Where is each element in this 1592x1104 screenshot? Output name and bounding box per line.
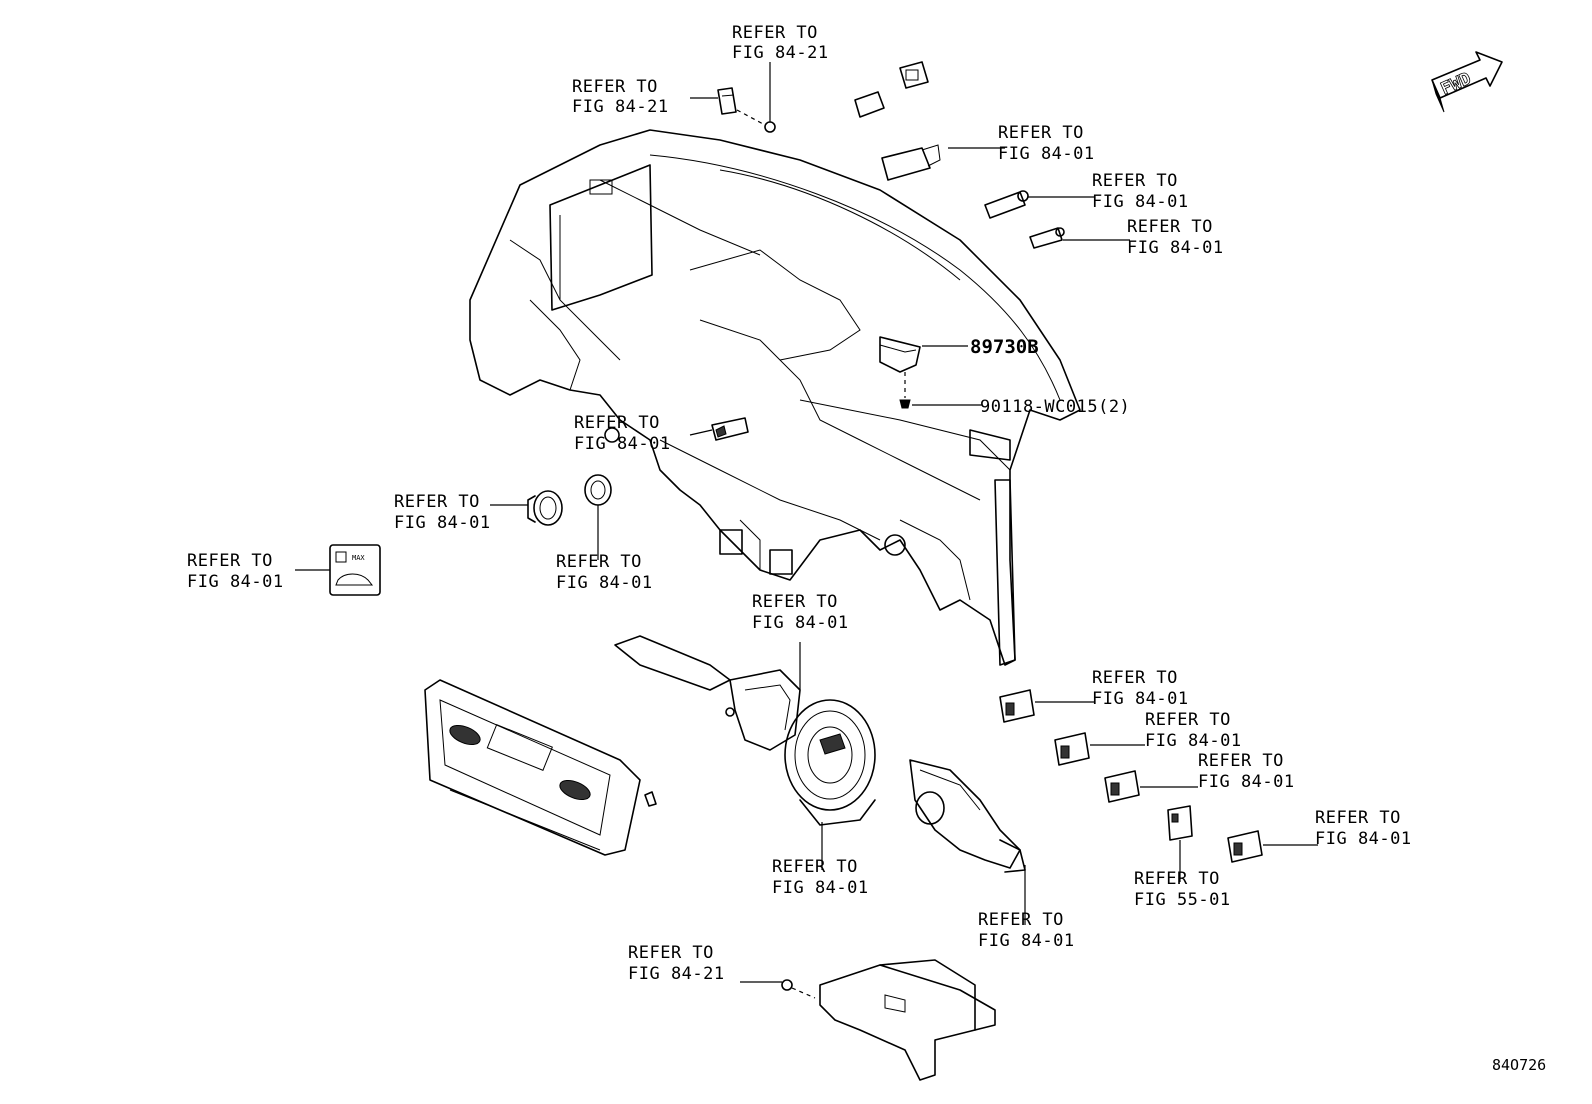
fwd-arrow-icon: FWD: [1431, 51, 1503, 113]
ref-label-13a: REFER TO: [1198, 751, 1284, 771]
info-display-panel: MAX: [329, 544, 381, 596]
ref-label-1b: FIG 84-21: [732, 43, 829, 63]
switch-r3: [1104, 770, 1140, 803]
ref-label-12b: FIG 84-01: [1145, 731, 1242, 751]
ref-label-1a: REFER TO: [732, 23, 818, 43]
ref-label-7a: REFER TO: [394, 492, 480, 512]
switch-r5: [1227, 830, 1263, 863]
ref-label-5b: FIG 84-01: [1127, 238, 1224, 258]
figure-code: 84O726: [1492, 1056, 1546, 1074]
fwd-label: FWD: [1438, 69, 1474, 100]
ref-label-11b: FIG 84-01: [1092, 689, 1189, 709]
clip-top-left: [717, 87, 737, 115]
ref-label-16a: REFER TO: [978, 910, 1064, 930]
power-outlet-1: [527, 490, 563, 526]
power-outlet-2: [584, 474, 612, 506]
sensor-2: [1029, 227, 1065, 249]
bolt-top: [736, 62, 776, 133]
ref-label-10b: FIG 84-01: [752, 613, 849, 633]
leader-lines: [295, 97, 1318, 983]
svg-text:MAX: MAX: [352, 554, 365, 562]
wiper-switch: [909, 759, 1026, 873]
part-number-89730b: 89730B: [970, 336, 1039, 358]
switch-r1: [999, 689, 1035, 723]
ref-label-16b: FIG 84-01: [978, 931, 1075, 951]
ref-label-15a: REFER TO: [772, 857, 858, 877]
ref-label-7b: FIG 84-01: [394, 513, 491, 533]
ref-label-17b: FIG 55-01: [1134, 890, 1231, 910]
ref-label-14b: FIG 84-01: [1315, 829, 1412, 849]
part-number-90118: 90118-WC015(2): [980, 397, 1130, 417]
sensor-1: [984, 190, 1029, 219]
ref-label-9a: REFER TO: [556, 552, 642, 572]
ref-label-8b: FIG 84-01: [187, 572, 284, 592]
center-switch: [711, 417, 749, 441]
callout-labels: REFER TO FIG 84-21 REFER TO FIG 84-21 RE…: [187, 23, 1546, 1074]
ref-label-11a: REFER TO: [1092, 668, 1178, 688]
ref-label-10a: REFER TO: [752, 592, 838, 612]
switch-top-pair: [854, 61, 929, 118]
turn-signal-switch: [614, 635, 801, 751]
ref-label-17a: REFER TO: [1134, 869, 1220, 889]
spiral-cable: [784, 699, 876, 826]
ref-label-8a: REFER TO: [187, 551, 273, 571]
ref-label-6b: FIG 84-01: [574, 434, 671, 454]
ref-label-5a: REFER TO: [1127, 217, 1213, 237]
ref-label-3a: REFER TO: [998, 123, 1084, 143]
ref-label-9b: FIG 84-01: [556, 573, 653, 593]
airbag-sensor: [781, 959, 996, 1081]
ref-label-12a: REFER TO: [1145, 710, 1231, 730]
ref-label-13b: FIG 84-01: [1198, 772, 1295, 792]
ac-control-panel: [424, 679, 657, 856]
ref-label-2a: REFER TO: [572, 77, 658, 97]
switch-r4: [1167, 805, 1193, 841]
switch-r2: [1054, 732, 1090, 766]
ref-label-4b: FIG 84-01: [1092, 192, 1189, 212]
ref-label-20b: FIG 84-21: [628, 964, 725, 984]
stop-lamp-switch: [881, 144, 941, 181]
ref-label-20a: REFER TO: [628, 943, 714, 963]
ref-label-15b: FIG 84-01: [772, 878, 869, 898]
ref-label-6a: REFER TO: [574, 413, 660, 433]
part-89730b: [879, 336, 921, 409]
ref-label-4a: REFER TO: [1092, 171, 1178, 191]
ref-label-2b: FIG 84-21: [572, 97, 669, 117]
instrument-panel-assembly: [469, 129, 1081, 666]
ref-label-3b: FIG 84-01: [998, 144, 1095, 164]
ref-label-14a: REFER TO: [1315, 808, 1401, 828]
